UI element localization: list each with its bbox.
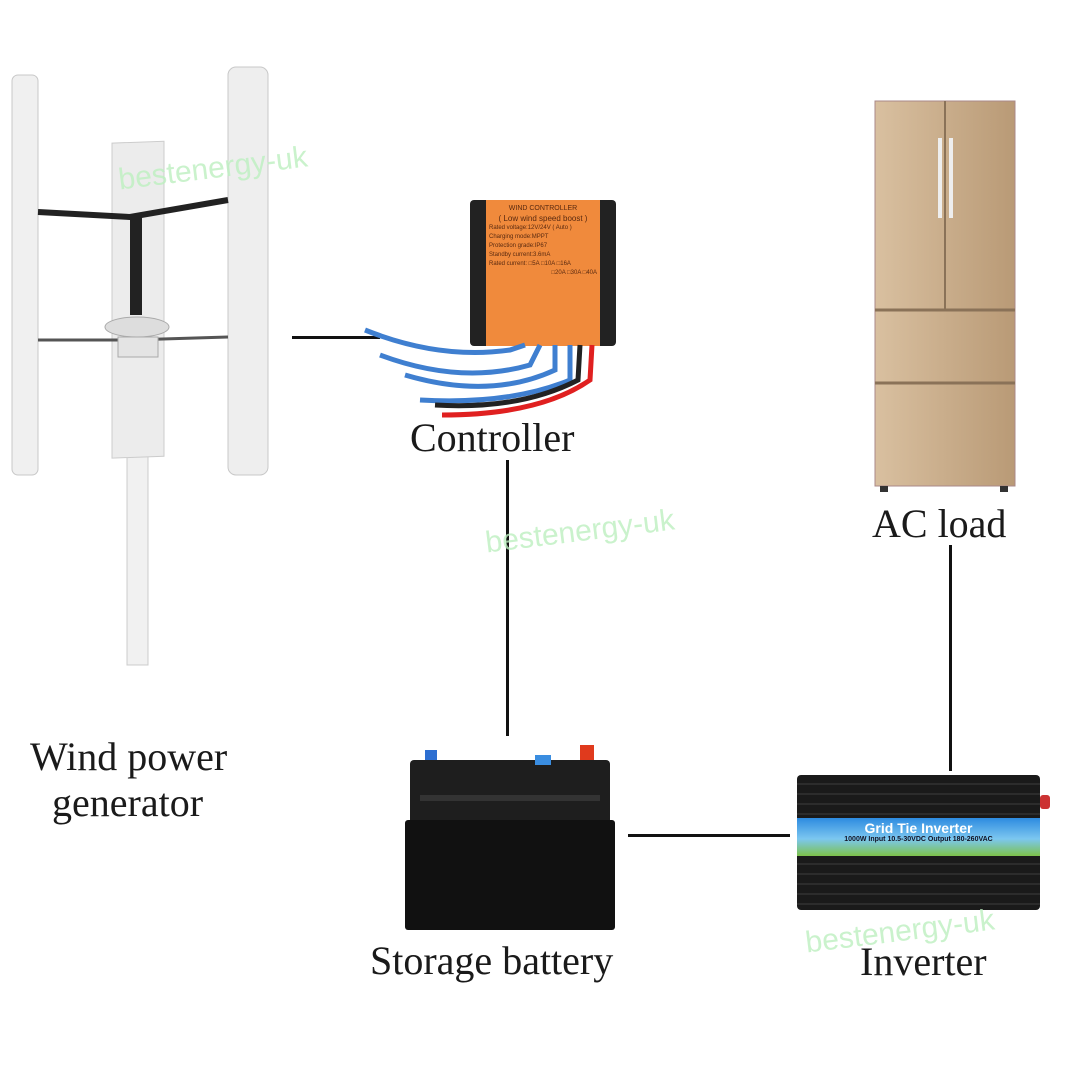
wind-turbine-image	[11, 66, 269, 666]
ac-load-label: AC load	[872, 501, 1007, 546]
battery-image	[405, 745, 615, 930]
controller-image: WIND CONTROLLER ( Low wind speed boost )…	[470, 200, 616, 346]
controller-spec: Rated current: □5A □10A □16A	[489, 261, 571, 267]
connector-battery-inverter	[628, 834, 790, 837]
controller-spec: Standby current:3.6mA	[489, 252, 551, 258]
inverter-title: Grid Tie Inverter	[864, 820, 973, 836]
controller-wires	[364, 327, 595, 418]
controller-subtitle: ( Low wind speed boost )	[498, 214, 588, 223]
controller-spec: □20A □30A □40A	[551, 270, 597, 276]
connector-controller-battery	[506, 460, 509, 736]
wind-generator-label-2: generator	[52, 780, 204, 825]
fridge-image	[874, 100, 1016, 492]
connector-inverter-acload	[949, 545, 952, 771]
watermark: bestenergy-uk	[483, 503, 677, 560]
controller-label: Controller	[410, 415, 575, 460]
inverter-specs: 1000W Input 10.5-30VDC Output 180-260VAC	[844, 836, 993, 843]
controller-spec: Charging mode:MPPT	[489, 234, 549, 240]
connector-turbine-controller	[292, 336, 380, 339]
inverter-label: Inverter	[860, 939, 987, 984]
controller-spec: Protection grade:IP67	[489, 243, 548, 249]
controller-spec: Rated voltage:12V/24V ( Auto )	[489, 225, 572, 231]
wind-generator-label-1: Wind power	[30, 734, 228, 779]
battery-label: Storage battery	[370, 938, 614, 983]
inverter-image: Grid Tie Inverter 1000W Input 10.5-30VDC…	[797, 775, 1050, 910]
controller-title: WIND CONTROLLER	[508, 205, 578, 212]
